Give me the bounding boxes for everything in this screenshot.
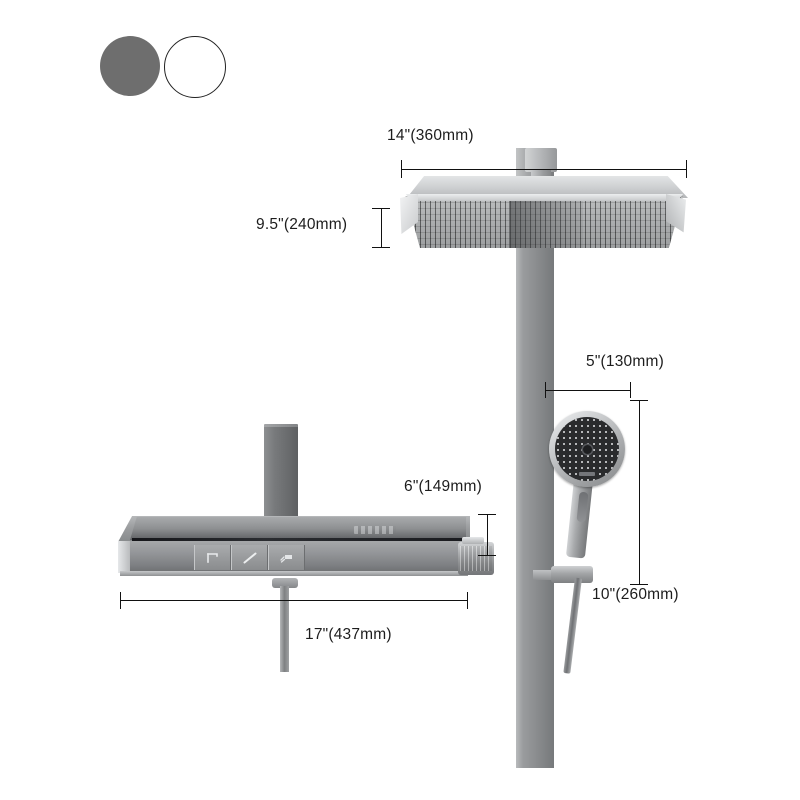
dimension-label-valve-height: 6"(149mm) bbox=[404, 478, 482, 495]
dimension-label-valve-width: 17"(437mm) bbox=[305, 626, 392, 643]
swivel-joint-block bbox=[525, 148, 557, 172]
rain-head-top-surface bbox=[406, 176, 688, 198]
handheld-spray-icon bbox=[279, 554, 292, 563]
dimension-line-valve-height bbox=[487, 514, 488, 556]
dimension-tick-handheld-width-left bbox=[545, 382, 546, 398]
dimension-tick-valve-width-left bbox=[120, 592, 121, 609]
handheld-brand-mark bbox=[579, 472, 595, 476]
color-swatch-gray[interactable] bbox=[100, 36, 160, 96]
dimension-tick-handheld-height-bottom bbox=[630, 584, 648, 585]
hose-outlet-nut bbox=[272, 578, 298, 588]
waterfall-mode-button[interactable] bbox=[231, 545, 268, 570]
dimension-label-rainhead-width: 14"(360mm) bbox=[387, 127, 474, 144]
rain-shower-head bbox=[398, 176, 688, 254]
dimension-line-handheld-height bbox=[639, 400, 640, 585]
dimension-label-rainhead-depth: 9.5"(240mm) bbox=[256, 216, 348, 233]
rain-head-front-lip bbox=[405, 194, 684, 201]
rain-mode-button[interactable] bbox=[194, 545, 231, 570]
handheld-wall-bracket bbox=[551, 566, 593, 583]
thermostatic-valve-bar bbox=[118, 516, 494, 582]
color-swatch-white[interactable] bbox=[164, 36, 226, 98]
flexible-hose-upper bbox=[563, 577, 582, 674]
knob-top-cap bbox=[462, 537, 484, 544]
valve-left-endcap bbox=[118, 541, 130, 573]
dimension-line-handheld-width bbox=[545, 390, 631, 391]
bracket-arm bbox=[533, 570, 555, 580]
hose-outlet-stem bbox=[280, 586, 289, 672]
dimension-tick-valve-height-top bbox=[478, 514, 496, 515]
dimension-tick-rainhead-width-right bbox=[686, 160, 687, 178]
rain-spray-icon bbox=[206, 552, 218, 563]
knob-grip-lines bbox=[460, 546, 492, 571]
dimension-tick-rainhead-width-left bbox=[401, 160, 402, 178]
temperature-display bbox=[354, 526, 396, 534]
diagonal-stream-icon bbox=[243, 552, 256, 563]
dimension-label-handheld-height: 10"(260mm) bbox=[592, 586, 679, 603]
handheld-nozzle-face bbox=[555, 417, 619, 481]
handheld-mode-button[interactable] bbox=[268, 545, 305, 570]
dimension-line-rainhead-width bbox=[401, 169, 687, 170]
dimension-tick-handheld-width-right bbox=[630, 382, 631, 398]
dimension-tick-valve-height-bottom bbox=[478, 555, 496, 556]
handheld-nozzle-center bbox=[582, 444, 592, 454]
handheld-shower-head bbox=[549, 411, 625, 487]
dimension-tick-rainhead-depth-bottom bbox=[372, 247, 390, 248]
valve-bottom-edge bbox=[120, 571, 468, 576]
rain-head-left-edge bbox=[400, 194, 418, 234]
dimension-tick-handheld-height-top bbox=[630, 400, 648, 401]
dimension-line-valve-width bbox=[120, 600, 468, 601]
dimension-line-rainhead-depth bbox=[381, 208, 382, 248]
valve-gloss-edge bbox=[132, 538, 466, 541]
temperature-knob[interactable] bbox=[458, 542, 494, 575]
valve-glass-panel bbox=[130, 517, 466, 540]
rain-head-right-edge bbox=[666, 194, 686, 233]
riser-pipe bbox=[516, 178, 554, 768]
rain-head-shadow bbox=[508, 196, 584, 248]
waterfall-tub-spout bbox=[264, 427, 298, 519]
rain-head-nozzle-face bbox=[405, 196, 684, 248]
dimension-tick-rainhead-depth-top bbox=[372, 208, 390, 209]
dimension-label-handheld-width: 5"(130mm) bbox=[586, 353, 664, 370]
dimension-tick-valve-width-right bbox=[467, 592, 468, 609]
